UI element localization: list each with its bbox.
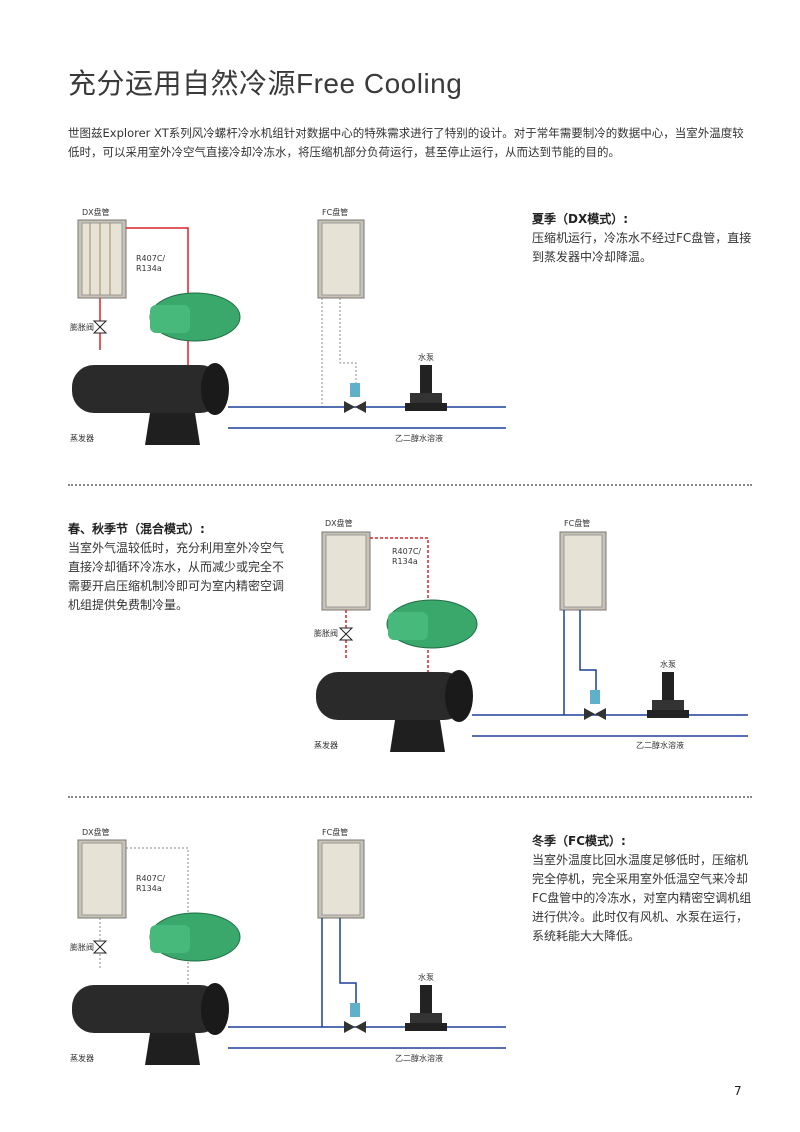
pump-label: 水泵 — [418, 352, 434, 362]
dx-coil-label: DX盘管 — [82, 207, 110, 217]
evaporator-icon — [72, 983, 229, 1065]
section-heading-summer: 夏季（DX模式）: — [532, 212, 629, 226]
dx-coil-label: DX盘管 — [82, 827, 110, 837]
glycol-label: 乙二醇水溶液 — [636, 740, 684, 750]
evaporator-label: 蒸发器 — [70, 1053, 94, 1063]
evaporator-icon — [316, 670, 473, 752]
evaporator-label: 蒸发器 — [314, 740, 338, 750]
diagram-summer: DX盘管 R407C/ R134a 膨胀阀 FC盘管 蒸发器 水泵 乙二醇水溶液 — [70, 207, 506, 445]
pump-icon — [405, 365, 447, 411]
section-heading-mixed: 春、秋季节（混合模式）: — [68, 522, 205, 536]
pump-icon — [405, 985, 447, 1031]
compressor-icon — [149, 912, 241, 962]
page-title: 充分运用自然冷源Free Cooling — [68, 68, 463, 99]
expansion-valve-label: 膨胀阀 — [314, 628, 338, 638]
refrigerant-label-2: R134a — [392, 557, 418, 566]
page-number: 7 — [734, 1084, 742, 1098]
valve-icon — [344, 1003, 366, 1033]
diagram-mixed: DX盘管 R407C/ R134a 膨胀阀 FC盘管 蒸发器 水泵 乙二醇水溶液 — [314, 518, 748, 752]
coil-icon — [317, 839, 365, 919]
refrigerant-label-1: R407C/ — [136, 874, 165, 883]
evaporator-icon — [72, 363, 229, 445]
fc-coil-label: FC盘管 — [322, 827, 348, 837]
expansion-valve-icon — [92, 320, 108, 334]
glycol-label: 乙二醇水溶液 — [395, 1053, 443, 1063]
expansion-valve-label: 膨胀阀 — [70, 322, 94, 332]
refrigerant-label-1: R407C/ — [136, 254, 165, 263]
pump-label: 水泵 — [418, 972, 434, 982]
expansion-valve-label: 膨胀阀 — [70, 942, 94, 952]
valve-icon — [584, 690, 606, 720]
valve-icon — [344, 383, 366, 413]
glycol-label: 乙二醇水溶液 — [395, 433, 443, 443]
fc-coil-label: FC盘管 — [322, 207, 348, 217]
coil-icon — [559, 531, 607, 611]
section-heading-winter: 冬季（FC模式）: — [532, 834, 626, 848]
refrigerant-label-2: R134a — [136, 264, 162, 273]
section-body-winter: 当室外温度比回水温度足够低时，压缩机完全停机，完全采用室外低温空气来冷却FC盘管… — [532, 853, 752, 943]
pump-label: 水泵 — [660, 659, 676, 669]
coil-icon — [321, 531, 371, 611]
refrigerant-label-1: R407C/ — [392, 547, 421, 556]
section-body-summer: 压缩机运行，冷冻水不经过FC盘管，直接到蒸发器中冷却降温。 — [532, 231, 752, 264]
coil-icon — [77, 839, 127, 919]
section-body-mixed: 当室外气温较低时，充分利用室外冷空气直接冷却循环冷冻水，从而减少或完全不需要开启… — [68, 541, 285, 612]
diagram-winter: DX盘管 R407C/ R134a 膨胀阀 FC盘管 蒸发器 水泵 乙二醇水溶液 — [70, 827, 506, 1065]
expansion-valve-icon — [338, 627, 354, 641]
divider — [68, 796, 752, 798]
divider — [68, 484, 752, 486]
expansion-valve-icon — [92, 940, 108, 954]
compressor-icon — [149, 292, 241, 342]
compressor-icon — [386, 599, 478, 649]
dx-coil-label: DX盘管 — [325, 518, 353, 528]
refrigerant-label-2: R134a — [136, 884, 162, 893]
evaporator-label: 蒸发器 — [70, 433, 94, 443]
coil-icon — [317, 219, 365, 299]
intro-text: 世图兹Explorer XT系列风冷螺杆冷水机组针对数据中心的特殊需求进行了特别… — [68, 126, 744, 159]
coil-icon — [77, 219, 127, 299]
pump-icon — [647, 672, 689, 718]
fc-coil-label: FC盘管 — [564, 518, 590, 528]
